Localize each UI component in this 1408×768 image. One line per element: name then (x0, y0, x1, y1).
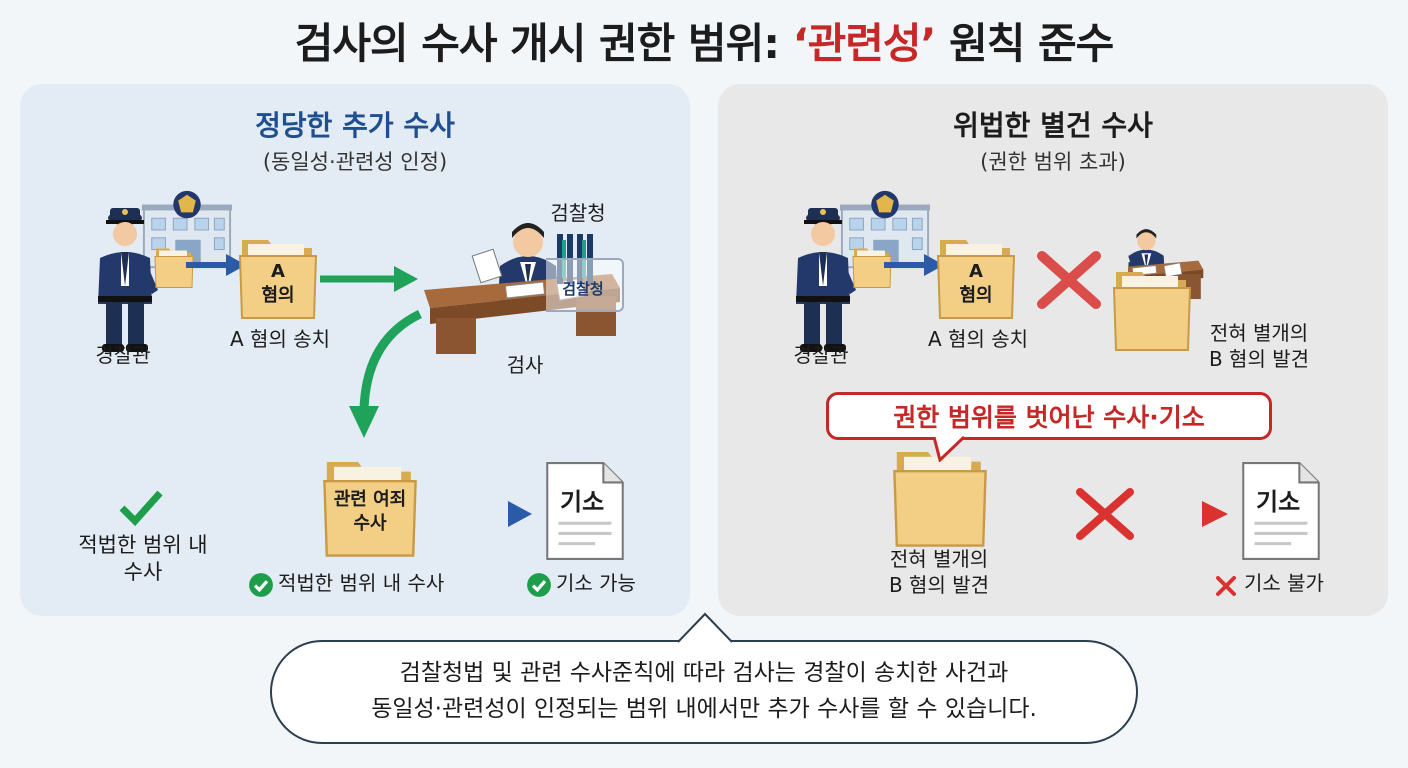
related-folder-line1: 관련 여죄 (333, 489, 407, 510)
handover-arrow-icon (884, 254, 944, 276)
indictable-badge: 기소 가능 (556, 571, 636, 595)
folder-a-line2: 혐의 (261, 285, 295, 307)
note-bubble-tail (677, 612, 733, 643)
police-officer-icon (788, 196, 858, 356)
illegal-panel-subtitle: (권한 범위 초과) (980, 150, 1126, 174)
legal-scope-badge: 적법한 범위 내 수사 (278, 571, 445, 595)
illegal-police-label: 경찰관 (793, 343, 849, 367)
to-prosecutor-arrow-icon (320, 266, 418, 292)
prosecutor-label: 검사 (506, 353, 544, 377)
related-folder-text: 관련 여죄 수사 (316, 488, 424, 537)
legal-investigation-panel: 정당한 추가 수사 (동일성·관련성 인정) 경찰관 A 혐의 A 혐의 송치 … (20, 84, 690, 616)
note-line2: 동일성·관련성이 인정되는 범위 내에서만 추가 수사를 할 수 있습니다. (371, 696, 1037, 722)
legal-panel-title: 정당한 추가 수사 (255, 109, 455, 142)
folder-a-text: A 혐의 (238, 260, 318, 309)
illegal-transfer-label: A 혐의 송치 (928, 327, 1028, 351)
folder-a-text: A 혐의 (936, 260, 1016, 309)
prosecution-office-label: 검찰청 (550, 201, 606, 225)
folder-a-line1: A (271, 261, 285, 282)
folder-b-text: 전혀 별개의 B 혐의 발견 (854, 546, 1024, 598)
illegal-investigation-panel: 위법한 별건 수사 (권한 범위 초과) 경찰관 A 혐의 A 혐의 송치 전혀… (718, 84, 1388, 616)
blocked-x-icon (1037, 251, 1101, 309)
legal-police-label: 경찰관 (95, 343, 151, 367)
folder-a-line1: A (969, 261, 983, 282)
large-check-icon (119, 490, 163, 526)
check-circle-icon (248, 572, 274, 598)
folder-b-line2: B 혐의 발견 (888, 573, 990, 597)
handover-arrow-icon (186, 254, 246, 276)
legal-check-text: 적법한 범위 내 수사 (58, 532, 228, 587)
folder-b-line1: 전혀 별개의 (889, 547, 989, 571)
illegal-doc-label: 기소 (1256, 488, 1301, 516)
legal-check-line1: 적법한 범위 내 (78, 533, 208, 557)
page-title: 검사의 수사 개시 권한 범위: ‘관련성’ 원칙 준수 (0, 12, 1408, 68)
blocked-x-icon (1076, 488, 1134, 540)
out-of-scope-callout: 권한 범위를 벗어난 수사·기소 (826, 392, 1272, 440)
office-sign-text: 검찰청 (562, 280, 604, 298)
office-sign-frame (546, 258, 624, 312)
callout-tail (932, 436, 966, 462)
folder-a-line2: 혐의 (959, 285, 993, 307)
legal-transfer-label: A 혐의 송치 (230, 327, 330, 351)
legal-check-line2: 수사 (123, 560, 163, 585)
to-indictment-arrow-icon (418, 501, 532, 527)
title-prefix: 검사의 수사 개시 권한 범위: (294, 18, 793, 68)
note-line1: 검찰청법 및 관련 수사준칙에 따라 검사는 경찰이 송치한 사건과 (399, 660, 1009, 687)
legal-basis-note: 검찰청법 및 관련 수사준칙에 따라 검사는 경찰이 송치한 사건과 동일성·관… (270, 640, 1138, 744)
found-b-text: 전혀 별개의 B 혐의 발견 (1194, 320, 1324, 372)
found-b-line1: 전혀 별개의 (1209, 321, 1309, 345)
found-b-line2: B 혐의 발견 (1208, 347, 1310, 371)
curved-flow-arrow-icon (349, 309, 423, 438)
found-folder-b-icon (1102, 262, 1202, 352)
related-folder-line2: 수사 (353, 513, 387, 535)
title-suffix: 원칙 준수 (935, 18, 1114, 68)
title-accent: ‘관련성’ (792, 18, 937, 68)
legal-panel-subtitle: (동일성·관련성 인정) (262, 150, 448, 174)
not-indictable-badge: 기소 불가 (1244, 571, 1324, 595)
blocked-indictment-arrow-icon (988, 501, 1228, 527)
police-officer-icon (90, 196, 160, 356)
illegal-panel-title: 위법한 별건 수사 (953, 109, 1153, 142)
cross-icon (1216, 576, 1236, 596)
legal-doc-label: 기소 (560, 488, 605, 516)
check-circle-icon (526, 572, 552, 598)
